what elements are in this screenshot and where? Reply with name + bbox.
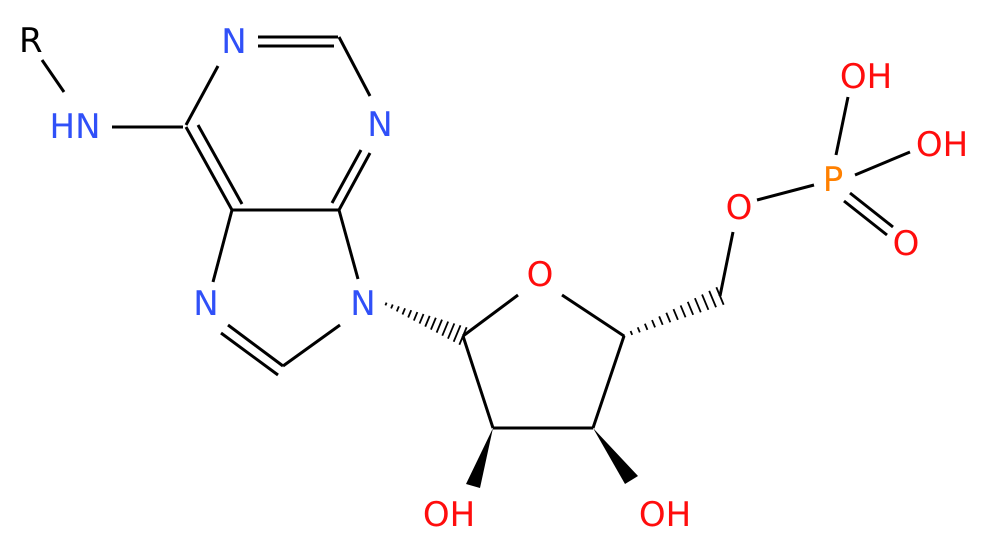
bond-n7-c8 [227, 323, 284, 368]
bond-r-n [40, 59, 66, 93]
hydroxyl-2prime-label: OH [423, 495, 475, 535]
hash-line [651, 319, 656, 328]
bond-o5-p [756, 183, 815, 202]
bond-p-oh-top [834, 96, 850, 156]
bond-c3-c4 [591, 335, 626, 429]
hash-line [407, 309, 413, 318]
bond-n3-c4-double [330, 149, 363, 204]
phosphate-ester-oxygen-label: O [726, 188, 753, 228]
bond-p-o-double-a [849, 191, 894, 229]
r-group-label: R [19, 21, 43, 61]
bond-p-o-double-b [843, 199, 888, 237]
hash-line [430, 317, 437, 330]
purine-n1-label: N [221, 22, 246, 62]
hash-line [418, 313, 425, 324]
bonds [40, 35, 911, 430]
hash-line [658, 316, 664, 326]
hash-line [452, 324, 462, 343]
purine-n7-label: N [193, 284, 218, 324]
hash-line [644, 323, 649, 331]
phosphorus-label: P [823, 160, 844, 200]
hash-bond-c4-c5prime [622, 286, 725, 338]
hash-line [636, 326, 641, 333]
hash-line [665, 312, 672, 323]
purine-n3-label: N [367, 105, 392, 145]
purine-n9-label: N [350, 284, 375, 324]
hash-line [686, 301, 694, 316]
wedge-bonds [466, 428, 638, 488]
hash-line [701, 294, 710, 311]
bond-c1-c2 [461, 335, 495, 429]
hash-line [715, 286, 725, 306]
hash-line [672, 308, 679, 321]
ring-oxygen-label: O [527, 255, 554, 295]
bond-c6-n1 [184, 65, 220, 126]
hash-line [395, 306, 400, 312]
hash-line [679, 305, 687, 318]
hash-line [413, 311, 419, 321]
bond-c8-n9 [282, 323, 341, 368]
hash-line [390, 304, 394, 309]
bond-c5-n7 [211, 209, 234, 283]
bond-n3-c4 [337, 152, 372, 211]
bond-c2-n3 [337, 36, 372, 97]
bond-c5-o5 [718, 231, 735, 297]
bond-c1-o4 [462, 293, 519, 338]
hash-line [435, 319, 443, 333]
hash-line [694, 297, 702, 313]
phosphoryl-oxygen-label: O [893, 224, 920, 264]
hydroxyl-3prime-label: OH [639, 495, 691, 535]
wedge-c3-oh [593, 428, 638, 484]
phosphate-oh-top-label: OH [840, 57, 892, 97]
hash-line [447, 323, 456, 340]
hash-bond-n9-c1 [384, 302, 468, 346]
hash-line [622, 334, 626, 338]
bond-c4-n9 [337, 209, 360, 280]
hash-line [384, 302, 388, 306]
bond-o4-c4 [561, 293, 625, 338]
atom-labels: R HN N N N N O OH OH O P OH OH O [19, 21, 968, 535]
hash-line [458, 326, 468, 346]
phosphate-oh-right-label: OH [916, 125, 968, 165]
bond-n7-c8-double [220, 331, 279, 377]
hash-line [441, 321, 449, 337]
wedge-c2-oh [466, 428, 493, 488]
bond-c5-c6 [184, 126, 234, 211]
bond-c5-c6-double [196, 124, 244, 205]
hash-line [708, 290, 717, 308]
bond-p-oh-right [854, 150, 911, 177]
hash-line [401, 307, 406, 315]
hash-line [629, 330, 634, 336]
amine-nh-label: HN [50, 107, 101, 147]
hash-line [424, 315, 431, 327]
